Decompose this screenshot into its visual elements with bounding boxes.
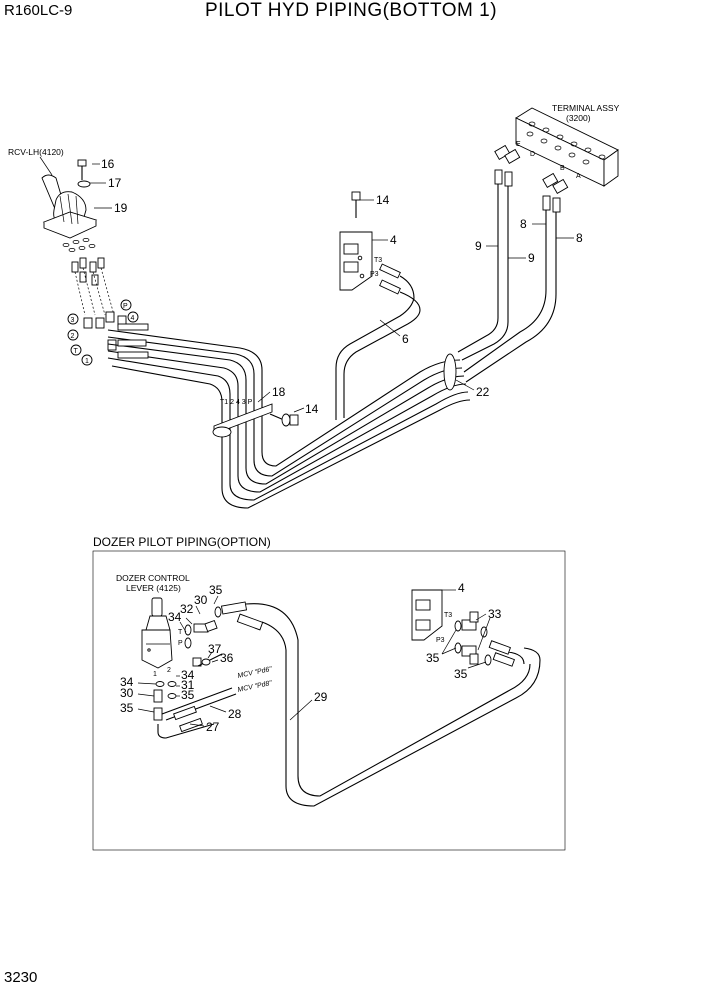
mcv-pd6-label: MCV "Pd6" (237, 666, 273, 680)
hose-29 (220, 601, 541, 807)
callout-16: 16 (101, 157, 115, 171)
dozer-callout-33: 33 (488, 607, 502, 621)
callout-8-left: 8 (520, 217, 527, 231)
svg-text:3: 3 (71, 317, 75, 324)
dozer-callout-34-top: 34 (168, 610, 182, 624)
dozer-bracket-4-part: T3 P3 (411, 589, 452, 644)
dozer-callout-34-mid: 34 (181, 668, 195, 682)
dozer-callout-34-left: 34 (120, 675, 134, 689)
svg-text:2: 2 (71, 333, 75, 340)
dozer-callout-35-right-b: 35 (454, 667, 468, 681)
hose-tags: T1 2 4 3 P (220, 399, 253, 406)
mcv-pd8-label: MCV "Pd8" (237, 680, 273, 694)
dozer-diagram: DOZER PILOT PIPING(OPTION) DOZER CONTROL… (92, 535, 566, 851)
svg-text:D: D (530, 151, 535, 158)
page-title: PILOT HYD PIPING(BOTTOM 1) (204, 0, 498, 21)
svg-text:1: 1 (85, 358, 89, 365)
dozer-callout-32: 32 (180, 602, 194, 616)
tee-33-parts (454, 611, 515, 667)
bolt-16-part (77, 159, 87, 180)
dozer-callout-37: 37 (208, 642, 222, 656)
callout-4: 4 (390, 233, 397, 247)
washer-17-part (77, 180, 91, 188)
dozer-callout-35-mid: 35 (181, 688, 195, 702)
rcv-connectors (71, 257, 127, 351)
svg-text:2: 2 (167, 667, 171, 674)
hose-6 (335, 263, 421, 420)
dozer-callouts: 4 35 30 32 34 33 37 36 34 31 35 34 30 (120, 581, 502, 734)
bracket-4-part: T3 P3 (339, 231, 382, 291)
dozer-callout-27: 27 (206, 720, 220, 734)
dozer-callout-29: 29 (314, 690, 328, 704)
dozer-callout-35-left: 35 (120, 701, 134, 715)
svg-text:P3: P3 (436, 637, 445, 644)
bolt-14-upper-part (351, 191, 361, 218)
callout-17: 17 (108, 176, 122, 190)
bolt-14-lower-part (269, 413, 299, 427)
lever-label-line1: DOZER CONTROL (116, 573, 190, 583)
terminal-assy-part: TERMINAL ASSY (3200) E D B A (515, 103, 620, 187)
callout-22: 22 (476, 385, 490, 399)
terminal-elbows (494, 144, 569, 213)
callout-14-lower: 14 (305, 402, 319, 416)
terminal-assy-code: (3200) (566, 113, 591, 123)
hose-9 (457, 184, 509, 361)
lever-label-line2: LEVER (4125) (126, 583, 181, 593)
terminal-assy-label: TERMINAL ASSY (552, 103, 620, 113)
svg-text:4: 4 (131, 315, 135, 322)
svg-text:B: B (560, 165, 565, 172)
dozer-frame (92, 550, 566, 851)
svg-text:T: T (74, 348, 79, 355)
callout-14-upper: 14 (376, 193, 390, 207)
rcv-label: RCV-LH(4120) (8, 147, 64, 157)
callout-19: 19 (114, 201, 128, 215)
dozer-callout-30-top: 30 (194, 593, 208, 607)
hose-8 (463, 210, 557, 383)
dozer-callout-35-right-a: 35 (426, 651, 440, 665)
svg-text:1: 1 (153, 671, 157, 678)
page-number: 3230 (4, 969, 38, 986)
svg-text:T: T (178, 629, 183, 636)
rcv-lever-part (41, 174, 98, 239)
svg-text:A: A (576, 173, 581, 180)
clamp-22-part (443, 353, 457, 391)
callout-9-right: 9 (528, 251, 535, 265)
svg-text:E: E (516, 141, 521, 148)
top-callouts: 16 17 19 14 4 6 18 14 22 9 9 8 8 (90, 157, 583, 416)
rcv-hose-bundle (107, 323, 471, 509)
callout-6: 6 (402, 332, 409, 346)
dozer-lever-fittings (153, 606, 223, 721)
svg-text:T3: T3 (444, 612, 452, 619)
callout-18: 18 (272, 385, 286, 399)
dozer-title: DOZER PILOT PIPING(OPTION) (93, 535, 271, 549)
rcv-port-tags: P 4 3 2 T 1 (67, 299, 139, 366)
top-diagram: RCV-LH(4120) (8, 103, 620, 509)
svg-text:P: P (178, 640, 183, 647)
callout-8-right: 8 (576, 231, 583, 245)
dozer-callout-4: 4 (458, 581, 465, 595)
model-number: R160LC-9 (4, 2, 73, 19)
dozer-callout-31: 31 (181, 678, 195, 692)
callout-9-left: 9 (475, 239, 482, 253)
dozer-lever-part: T P 1 2 (141, 597, 183, 678)
svg-text:P3: P3 (370, 271, 379, 278)
dozer-callout-36: 36 (220, 651, 234, 665)
dozer-callout-35-top: 35 (209, 583, 223, 597)
svg-text:P: P (123, 303, 128, 310)
clamp-18-part (212, 403, 273, 438)
dozer-callout-30-left: 30 (120, 686, 134, 700)
dozer-callout-28: 28 (228, 707, 242, 721)
svg-text:T3: T3 (374, 257, 382, 264)
